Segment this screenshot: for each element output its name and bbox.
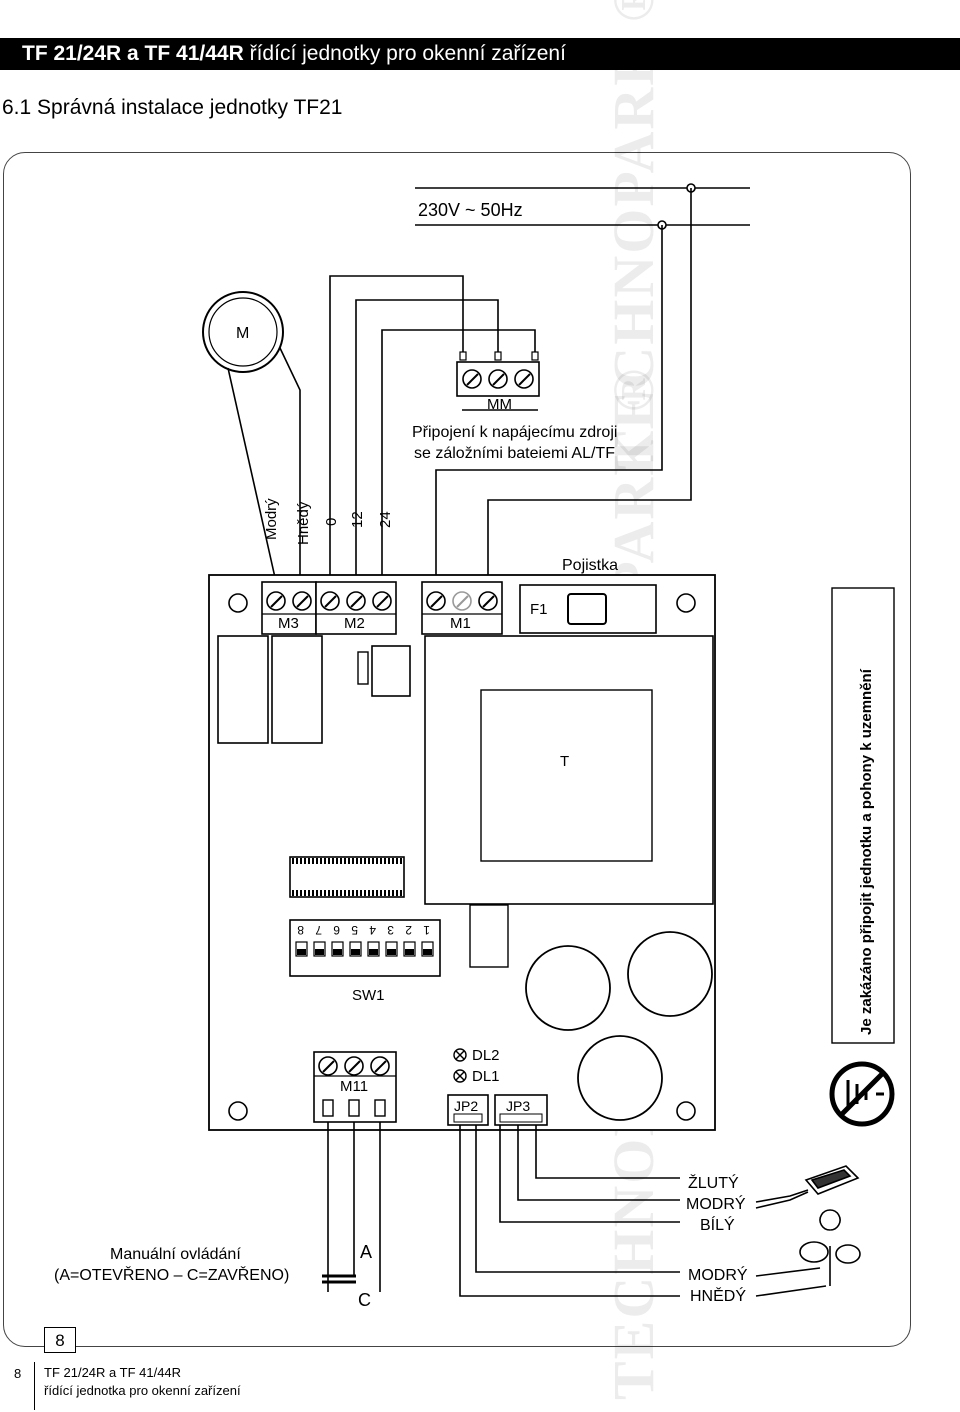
sw1-label: SW1 (352, 987, 385, 1004)
m1-label: M1 (450, 615, 471, 632)
wind-sensor-icon (755, 1209, 861, 1297)
dip-numbers: 8 7 6 5 4 3 2 1 (297, 923, 430, 937)
dip-number-4: 4 (369, 923, 376, 937)
rain-color-3: BÍLÝ (700, 1215, 735, 1234)
dip-number-2: 2 (405, 923, 412, 937)
sensor-wires (327, 1122, 680, 1297)
wind-color-2: HNĚDÝ (690, 1286, 746, 1305)
footer-text: TF 21/24R a TF 41/44R řídící jednotka pr… (44, 1364, 241, 1400)
dip-number-5: 5 (351, 923, 358, 937)
transformer-label: T (560, 753, 569, 770)
dip-number-1: 1 (423, 923, 430, 937)
dl1-label: DL1 (472, 1068, 500, 1085)
header-title-rest: řídící jednotky pro okenní zařízení (243, 42, 566, 65)
mm-label: MM (487, 396, 512, 413)
ground-warning-box (831, 587, 895, 1044)
m11-label: M11 (340, 1078, 368, 1095)
fuse-title: Pojistka (562, 557, 618, 574)
mm-wires (329, 275, 536, 582)
jp3-label: JP3 (506, 1098, 530, 1114)
jp2-label: JP2 (454, 1098, 478, 1114)
switch-a-label: A (360, 1242, 372, 1262)
supply-note-line1: Připojení k napájecímu zdroji (412, 424, 617, 441)
diagram-frame (3, 152, 911, 1347)
wire-label-12: 12 (349, 511, 366, 528)
motor-symbol (202, 291, 301, 583)
wire-label-hnedy: Hnědý (295, 501, 312, 545)
supply-note-line2: se záložními bateiemi AL/TF (414, 445, 615, 462)
motor-label: M (236, 325, 249, 342)
section-title: 6.1 Správná instalace jednotky TF21 (2, 96, 343, 119)
dip-number-6: 6 (333, 923, 340, 937)
manual-line1: Manuální ovládání (110, 1246, 241, 1263)
circuit-board (208, 574, 716, 1131)
manual-line2: (A=OTEVŘENO – C=ZAVŘENO) (54, 1265, 289, 1284)
ground-warning-text: Je zakázáno připojit jednotku a pohony k… (858, 668, 875, 1035)
header-title-bold: TF 21/24R a TF 41/44R (22, 42, 244, 65)
rain-color-2: MODRÝ (686, 1194, 746, 1213)
dl2-label: DL2 (472, 1047, 500, 1064)
manual-switch (322, 1274, 356, 1284)
f1-label: F1 (530, 601, 548, 618)
footer-divider (34, 1362, 35, 1410)
rain-color-1: ŽLUTÝ (688, 1173, 739, 1192)
header-bar (0, 38, 960, 70)
supply-label: 230V ~ 50Hz (418, 200, 523, 220)
m3-label: M3 (278, 615, 299, 632)
m2-label: M2 (344, 615, 365, 632)
wire-label-24: 24 (377, 511, 394, 528)
switch-c-label: C (358, 1290, 371, 1310)
footer-page-number: 8 (14, 1366, 22, 1381)
wire-label-modry: Modrý (263, 498, 280, 540)
dip-number-8: 8 (297, 923, 304, 937)
header-title: TF 21/24R a TF 41/44R řídící jednotky pr… (22, 42, 566, 66)
wire-label-0: 0 (323, 518, 340, 526)
footer-line1: TF 21/24R a TF 41/44R (44, 1365, 182, 1380)
rain-sensor-icon (755, 1165, 860, 1209)
no-ground-icon (829, 1061, 895, 1127)
supply-lines (415, 183, 750, 582)
wind-color-1: MODRÝ (688, 1265, 748, 1284)
dip-number-3: 3 (387, 923, 394, 937)
dip-number-7: 7 (315, 923, 322, 937)
page-number-box: 8 (44, 1327, 76, 1353)
mm-terminal-block (456, 351, 540, 411)
footer-line2: řídící jednotka pro okenní zařízení (44, 1383, 241, 1398)
